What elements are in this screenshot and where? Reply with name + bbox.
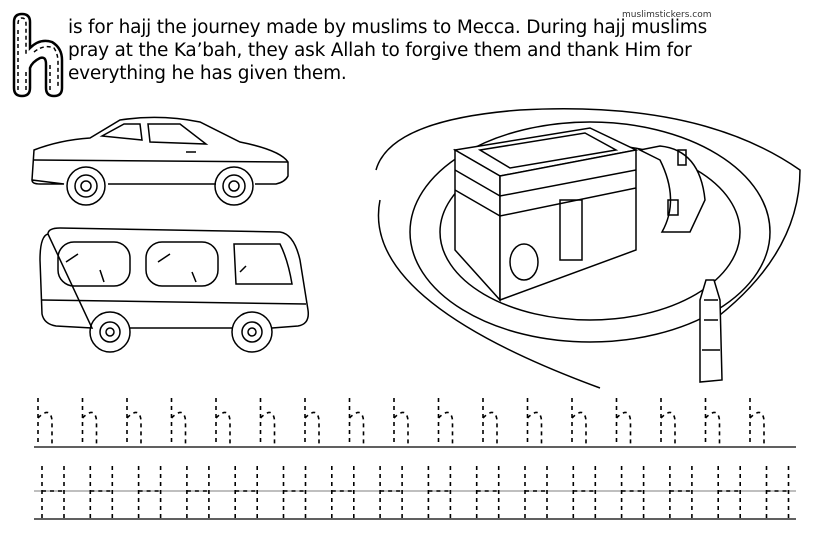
traceable-uppercase-h: [41, 466, 65, 518]
traceable-uppercase-h: [572, 466, 597, 518]
traceable-uppercase-h: [765, 466, 790, 518]
traceable-lowercase-h: [81, 398, 98, 446]
traceable-uppercase-h: [186, 466, 210, 518]
traceable-lowercase-h: [571, 398, 587, 446]
traceable-uppercase-h: [282, 466, 307, 518]
worksheet-sentence: is for hajj the journey made by muslims …: [68, 16, 788, 85]
traceable-lowercase-h: [526, 398, 543, 446]
traceable-uppercase-h: [427, 466, 452, 518]
traceable-lowercase-h: [304, 398, 320, 446]
sentence-line: is for hajj the journey made by muslims …: [68, 17, 708, 38]
traceable-uppercase-h: [620, 466, 645, 518]
traceable-lowercase-h: [482, 398, 498, 446]
traceable-uppercase-h: [331, 466, 355, 518]
traceable-lowercase-h: [126, 398, 142, 446]
traceable-lowercase-h: [259, 398, 276, 446]
traceable-uppercase-h: [137, 466, 162, 518]
traceable-lowercase-h: [170, 398, 187, 446]
traceable-lowercase-h: [437, 398, 454, 446]
traceable-uppercase-h: [669, 466, 693, 518]
traceable-uppercase-h: [524, 466, 548, 518]
traceable-lowercase-h: [37, 398, 53, 446]
traceable-lowercase-h: [749, 398, 765, 446]
traceable-uppercase-h: [379, 466, 403, 518]
traceable-lowercase-h: [615, 398, 632, 446]
traceable-lowercase-h: [348, 398, 365, 446]
traceable-uppercase-h: [717, 466, 741, 518]
traceable-lowercase-h: [215, 398, 231, 446]
watermark-text: muslimstickers.com: [622, 10, 712, 20]
traceable-lowercase-h: [660, 398, 676, 446]
sentence-line: everything he has given them.: [68, 63, 347, 84]
traceable-lowercase-h: [704, 398, 721, 446]
traceable-uppercase-h: [234, 466, 258, 518]
traceable-uppercase-h: [475, 466, 500, 518]
sentence-line: pray at the Ka’bah, they ask Allah to fo…: [68, 40, 692, 61]
traceable-uppercase-h: [89, 466, 114, 518]
traceable-lowercase-h: [393, 398, 409, 446]
